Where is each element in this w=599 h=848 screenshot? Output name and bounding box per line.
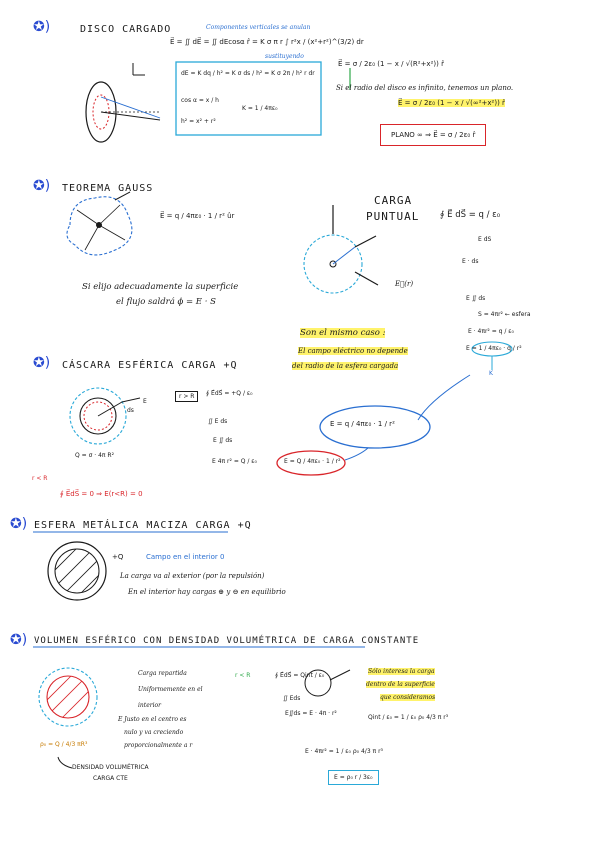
star-icon: ✪) xyxy=(10,516,28,532)
eq-big-result: E = q / 4πε₀ · 1 / r² xyxy=(330,420,395,428)
note-line3: que consideramos xyxy=(380,694,436,701)
eq-gauss: E⃗ = q / 4πε₀ · 1 / r² ûr xyxy=(160,212,235,220)
eq-cos: cos α = x / h xyxy=(181,97,219,104)
eq-Q-sigma: Q = σ · 4π R² xyxy=(75,452,114,459)
E-label: E xyxy=(143,398,147,405)
shell-diagram xyxy=(69,387,141,445)
charge-label: +Q xyxy=(112,553,124,561)
eq-vol-Es: E∬ds = E · 4π · r² xyxy=(285,710,337,717)
carga-label: CARGA xyxy=(374,194,413,207)
star-icon: ✪) xyxy=(33,19,51,35)
eq-E-result-2: E⃗ = σ / 2ε₀ (1 − x / √(∞²+x²)) r̂ xyxy=(398,99,505,107)
eq-shell-E4: E 4π r² = Q / ε₀ xyxy=(212,458,257,465)
dens-line2: CARGA CTE xyxy=(93,775,128,782)
eq-dE: dE = K dq / h² = K σ ds / h² = K σ 2π / … xyxy=(181,70,315,77)
section-title-esfera: ESFERA METÁLICA MACIZA CARGA +Q xyxy=(34,520,252,531)
r-lt-R-green: r < R xyxy=(235,672,251,679)
eq-E-final: E = 1 / 4πε₀ · q / r² xyxy=(466,345,522,352)
point-charge-diagram xyxy=(303,205,379,294)
eq-vol-result: E = ρ₀ r / 3ε₀ xyxy=(328,770,379,785)
section-title-volumen: VOLUMEN ESFÉRICO CON DENSIDAD VOLUMÉTRIC… xyxy=(34,636,420,646)
eq-main: E⃗ = ∬ dE⃗ = ∬ dEcosα r̂ = K σ π r ∫ r²x… xyxy=(170,38,364,46)
eq-shell-res: E = Q / 4πε₀ · 1 / r² xyxy=(284,458,341,465)
note-cancel: Componentes verticales se anulan xyxy=(206,24,311,31)
note-line2: dentro de la superficie xyxy=(366,681,435,688)
campo-line2: del radio de la esfera cargada xyxy=(292,362,399,370)
rho-label: ρ₀ = Q / 4/3 πR³ xyxy=(40,741,88,748)
carga-line3: interior xyxy=(138,702,162,709)
carga-line1: Carga repartida xyxy=(138,670,187,677)
carga-line2: Uniformemente en el xyxy=(138,686,203,693)
ds-label: ds xyxy=(127,407,134,414)
solid-sphere-diagram xyxy=(47,541,107,601)
eq-E4pi: E · 4πr² = q / ε₀ xyxy=(468,328,514,335)
eq-shell-Eds: ∬ E ds xyxy=(208,418,228,425)
section-title-gauss: TEOREMA GAUSS xyxy=(62,183,154,194)
gauss-surface-diagram xyxy=(66,191,133,256)
section-title-cascara: CÁSCARA ESFÉRICA CARGA +Q xyxy=(62,360,238,371)
e-line3: proporcionalmente a r xyxy=(124,742,193,749)
eq-vol-eq: E · 4πr² = 1 / ε₀ ρ₀ 4/3 π r³ xyxy=(305,748,383,755)
result-ellipse xyxy=(319,405,431,449)
dens-line1: DENSIDAD VOLUMÉTRICA xyxy=(72,764,149,771)
puntual-label: PUNTUAL xyxy=(366,210,420,223)
campo-interior: Campo en el interior 0 xyxy=(146,553,225,561)
note-infinite: Si el radio del disco es infinito, tenem… xyxy=(336,84,514,92)
mismo-caso: Son el mismo caso : xyxy=(300,328,386,338)
eq-E-result: E⃗ = σ / 2ε₀ (1 − x / √(R²+x²)) r̂ xyxy=(338,60,444,68)
e-line2: nulo y va creciendo xyxy=(124,729,184,736)
sustituyendo-label: sustituyendo xyxy=(265,53,304,60)
r-lt-R-label: r < R xyxy=(32,475,48,482)
eq-S: S = 4πr² ← esfera xyxy=(478,311,531,318)
sel-line1: Si elijo adecuadamente la superficie xyxy=(82,282,239,292)
eq-flux: ∮ E⃗ dS⃗ = q / ε₀ xyxy=(440,210,501,220)
K-label: K xyxy=(489,370,493,377)
eq-vol-qint: Qint / ε₀ = 1 / ε₀ ρ₀ 4/3 π r³ xyxy=(368,714,449,721)
campo-line1: El campo eléctrico no depende xyxy=(298,347,408,355)
section-title-disco: DISCO CARGADO xyxy=(80,24,172,35)
eq-h2: h² = x² + r² xyxy=(181,118,216,125)
eq-vol-flux: ∮ E⃗dS⃗ = Qint / ε₀ xyxy=(275,672,325,679)
star-icon: ✪) xyxy=(33,355,51,371)
eq-vol-Eds: ∬ Eds xyxy=(283,695,301,702)
eq-E-ds: E ∬ ds xyxy=(466,295,486,302)
eq-shell-Es: E ∬ ds xyxy=(213,437,233,444)
line-exterior: La carga va al exterior (por la repulsió… xyxy=(120,572,265,580)
plano-box: PLANO ∞ ⇒ E⃗ = σ / 2ε₀ r̂ xyxy=(380,124,487,146)
eq-EdS: E dS xyxy=(478,236,492,243)
eq-inside: ∮ E⃗dS⃗ = 0 ⇒ E(r<R) = 0 xyxy=(60,490,143,498)
line-interior: En el interior hay cargas ⊕ y ⊖ en equil… xyxy=(128,588,286,596)
star-icon: ✪) xyxy=(33,178,51,194)
E-r-label: E⃗(r) xyxy=(395,280,414,288)
r-gt-R-label: r > R xyxy=(175,391,199,402)
e-line1: E Justo en el centro es xyxy=(118,716,187,723)
note-line1: Sólo interesa la carga xyxy=(368,668,435,675)
star-icon: ✪) xyxy=(10,632,28,648)
sel-line2: el flujo saldrá ϕ = E · S xyxy=(116,297,216,307)
eq-K: K = 1 / 4πε₀ xyxy=(242,105,278,112)
volume-sphere-diagram xyxy=(38,667,98,727)
disc-diagram xyxy=(85,63,161,143)
eq-shell-flux: ∮ E⃗dS⃗ = +Q / ε₀ xyxy=(206,390,253,397)
formula-box xyxy=(175,61,322,136)
eq-Eds: E · ds xyxy=(462,258,479,265)
